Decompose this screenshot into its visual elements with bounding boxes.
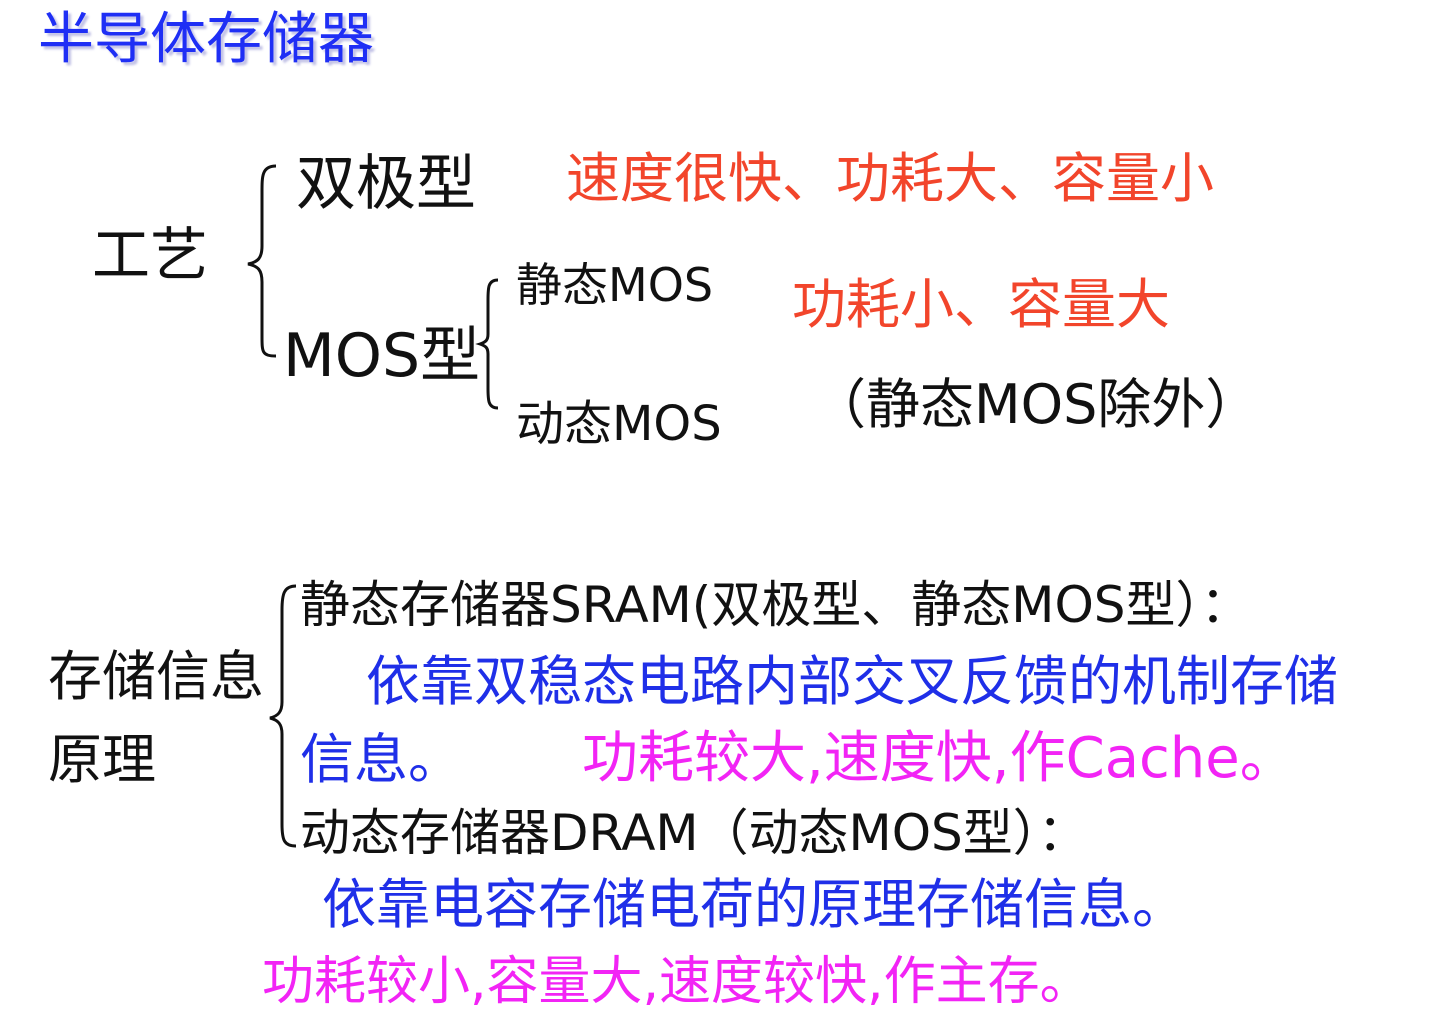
mos-label: MOS型 [283,321,481,391]
dynamic-mos-label: 动态MOS [516,396,722,452]
principle-label-line2: 原理 [48,728,156,791]
bipolar-note: 速度很快、功耗大、容量小 [566,147,1214,210]
process-label: 工艺 [92,221,209,289]
principle-label-line1: 存储信息 [48,645,264,708]
process-brace [247,164,277,358]
dram-traits: 功耗较小,容量大,速度较快,作主存。 [262,952,1092,1012]
static-mos-note: 功耗小、容量大 [792,273,1170,336]
sram-heading: 静态存储器SRAM(双极型、静态MOS型）： [300,576,1251,634]
principle-brace [269,584,297,848]
static-mos-label: 静态MOS [516,258,714,312]
sram-traits: 功耗较大,速度快,作Cache。 [582,726,1296,791]
page-title: 半导体存储器 [38,7,374,72]
bipolar-label: 双极型 [296,149,476,219]
mos-brace [475,278,499,410]
sram-desc-line2: 信息。 [300,728,462,791]
dram-heading: 动态存储器DRAM（动态MOS型）： [300,804,1088,862]
sram-desc-line1: 依靠双稳态电路内部交叉反馈的机制存储 [366,650,1338,713]
dram-desc: 依靠电容存储电荷的原理存储信息。 [322,873,1186,936]
dynamic-mos-note: （静态MOS除外） [812,373,1260,436]
